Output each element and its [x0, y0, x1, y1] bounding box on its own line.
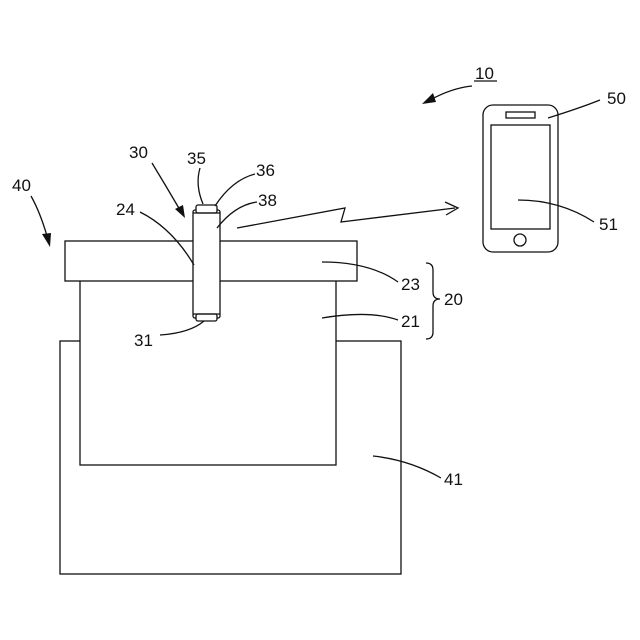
phone-home-button: [514, 234, 526, 246]
label-40: 40: [12, 176, 31, 195]
system-arrow: [422, 86, 472, 104]
label-50: 50: [607, 89, 626, 108]
label-21: 21: [401, 312, 420, 331]
phone-speaker: [506, 112, 535, 118]
label-10: 10: [475, 64, 494, 83]
container-brace: [426, 263, 440, 339]
device-body: [193, 210, 220, 318]
label-35: 35: [187, 149, 206, 168]
label-38: 38: [258, 191, 277, 210]
phone-screen: [491, 125, 550, 229]
leader-35: [198, 168, 203, 204]
label-36: 36: [256, 161, 275, 180]
leader-38: [217, 202, 257, 228]
device-top-cap: [196, 205, 217, 213]
label-30: 30: [129, 143, 148, 162]
device: [193, 205, 220, 321]
label-20: 20: [444, 290, 463, 309]
arrangement-arrow: [31, 196, 51, 247]
smartphone: [483, 105, 558, 252]
label-23: 23: [401, 275, 420, 294]
device-bottom-cap: [196, 314, 217, 321]
label-31: 31: [134, 331, 153, 350]
label-24: 24: [116, 200, 135, 219]
leader-36: [215, 174, 255, 206]
label-41: 41: [444, 470, 463, 489]
device-arrow: [152, 163, 185, 218]
label-51: 51: [599, 215, 618, 234]
